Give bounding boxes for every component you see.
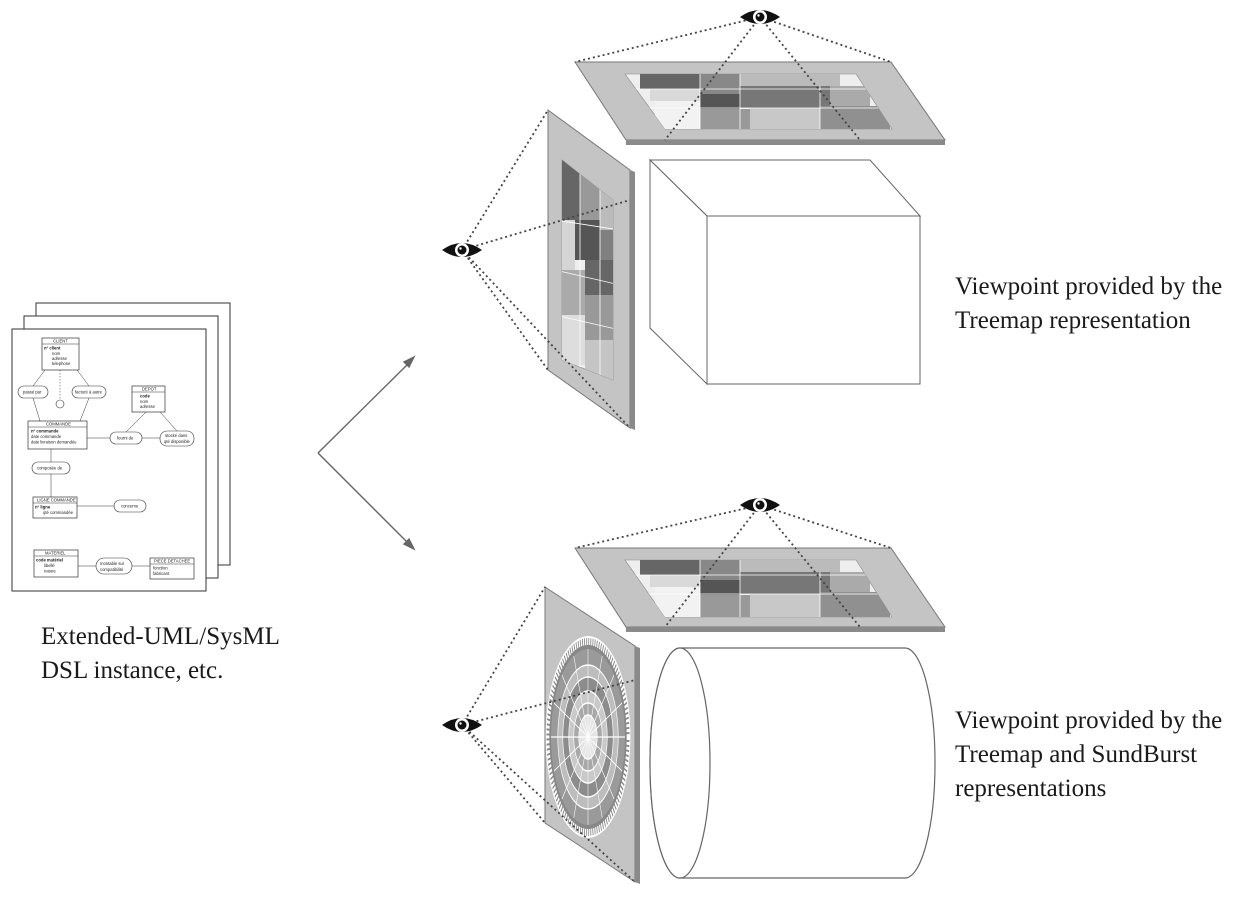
svg-text:code: code: [140, 394, 150, 399]
entity-depot: DEPOT code nom adresse: [131, 385, 166, 413]
svg-text:adresse: adresse: [52, 356, 68, 361]
svg-text:stocké dans: stocké dans: [165, 433, 187, 438]
entity-piece-detachee: PIECE DETACHEE fonction fabricant: [149, 557, 195, 580]
svg-text:DEPOT: DEPOT: [142, 387, 157, 392]
svg-text:libellé: libellé: [44, 563, 55, 568]
relation-fourni-de: fourni de: [109, 431, 143, 445]
treemap-top-bottom: [625, 560, 892, 617]
model-document-stack: CLIENT n° client nom adresse telephone D…: [11, 302, 231, 592]
svg-text:facturé à autre: facturé à autre: [75, 390, 103, 395]
eye-icon: [442, 718, 482, 732]
viewpoint-top-caption-line1: Viewpoint provided by the: [955, 273, 1223, 300]
relation-composee-de: composée de: [31, 461, 71, 475]
viewpoint-treemap: [442, 10, 946, 430]
svg-text:n° commande: n° commande: [31, 429, 59, 434]
svg-text:PIECE DETACHEE: PIECE DETACHEE: [154, 559, 190, 564]
relation-concerne: concerne: [113, 499, 147, 513]
viewpoint-bottom-caption-line3: representations: [955, 775, 1107, 802]
svg-text:fonction: fonction: [153, 566, 168, 571]
viewpoint-treemap-sunburst: [442, 498, 946, 884]
svg-text:n° ligne: n° ligne: [35, 505, 51, 510]
svg-text:nature: nature: [44, 569, 57, 574]
svg-text:telephone: telephone: [52, 361, 71, 366]
eye-icon: [740, 10, 780, 24]
entity-ligne-commande: LIGNE COMMANDE n° ligne qté commandée: [32, 496, 78, 519]
svg-text:nom: nom: [52, 351, 61, 356]
cylinder: [649, 647, 936, 879]
source-caption: Extended-UML/SysML DSL instance, etc.: [41, 620, 280, 688]
svg-text:qté disponible: qté disponible: [164, 439, 191, 444]
svg-text:nom: nom: [140, 399, 149, 404]
svg-text:qté commandée: qté commandée: [43, 510, 74, 515]
svg-text:LIGNE COMMANDE: LIGNE COMMANDE: [37, 498, 76, 503]
svg-text:adresse: adresse: [140, 404, 156, 409]
viewpoint-top-caption-line2: Treemap representation: [955, 307, 1191, 334]
relation-stocke-dans: stocké dans qté disponible: [159, 430, 195, 447]
model-diagram: CLIENT n° client nom adresse telephone D…: [17, 337, 195, 580]
svg-text:fourni de: fourni de: [117, 436, 134, 441]
svg-text:passé par: passé par: [23, 390, 42, 395]
entity-commande: COMMANDE n° commande date commande date …: [27, 420, 88, 450]
cube: [648, 158, 922, 386]
svg-text:fabricant: fabricant: [153, 571, 170, 576]
viewpoint-top-caption: Viewpoint provided by the Treemap repres…: [955, 270, 1222, 338]
svg-text:date livraison demandée: date livraison demandée: [31, 440, 77, 445]
relation-passe-par: passé par: [17, 385, 49, 399]
viewpoint-bottom-caption-line1: Viewpoint provided by the: [955, 707, 1223, 734]
svg-text:CLIENT: CLIENT: [53, 339, 68, 344]
svg-text:code matériel: code matériel: [36, 558, 63, 563]
eye-icon: [442, 243, 482, 257]
entity-materiel: MATERIEL code matériel libellé nature: [33, 549, 79, 578]
eye-icon: [740, 498, 780, 512]
relation-facture-a: facturé à autre: [71, 385, 107, 399]
viewpoint-bottom-caption-line2: Treemap and SundBurst: [955, 741, 1198, 768]
treemap-top: [625, 74, 892, 129]
branch-arrows: [317, 355, 416, 551]
svg-text:n° client: n° client: [44, 346, 61, 351]
svg-text:compatibilité: compatibilité: [100, 567, 124, 572]
svg-text:montable sur: montable sur: [100, 561, 125, 566]
svg-text:composée de: composée de: [37, 466, 63, 471]
svg-text:date commande: date commande: [31, 434, 62, 439]
entity-client: CLIENT n° client nom adresse telephone: [41, 337, 80, 371]
svg-text:COMMANDE: COMMANDE: [46, 422, 71, 427]
viewpoint-bottom-caption: Viewpoint provided by the Treemap and Su…: [955, 704, 1222, 806]
sunburst: [545, 636, 631, 838]
svg-text:concerne: concerne: [121, 504, 139, 509]
source-caption-line1: Extended-UML/SysML: [41, 623, 280, 650]
source-caption-line2: DSL instance, etc.: [41, 657, 224, 684]
relation-montable-sur: montable sur compatibilité: [95, 557, 133, 575]
svg-text:MATERIEL: MATERIEL: [45, 551, 66, 556]
